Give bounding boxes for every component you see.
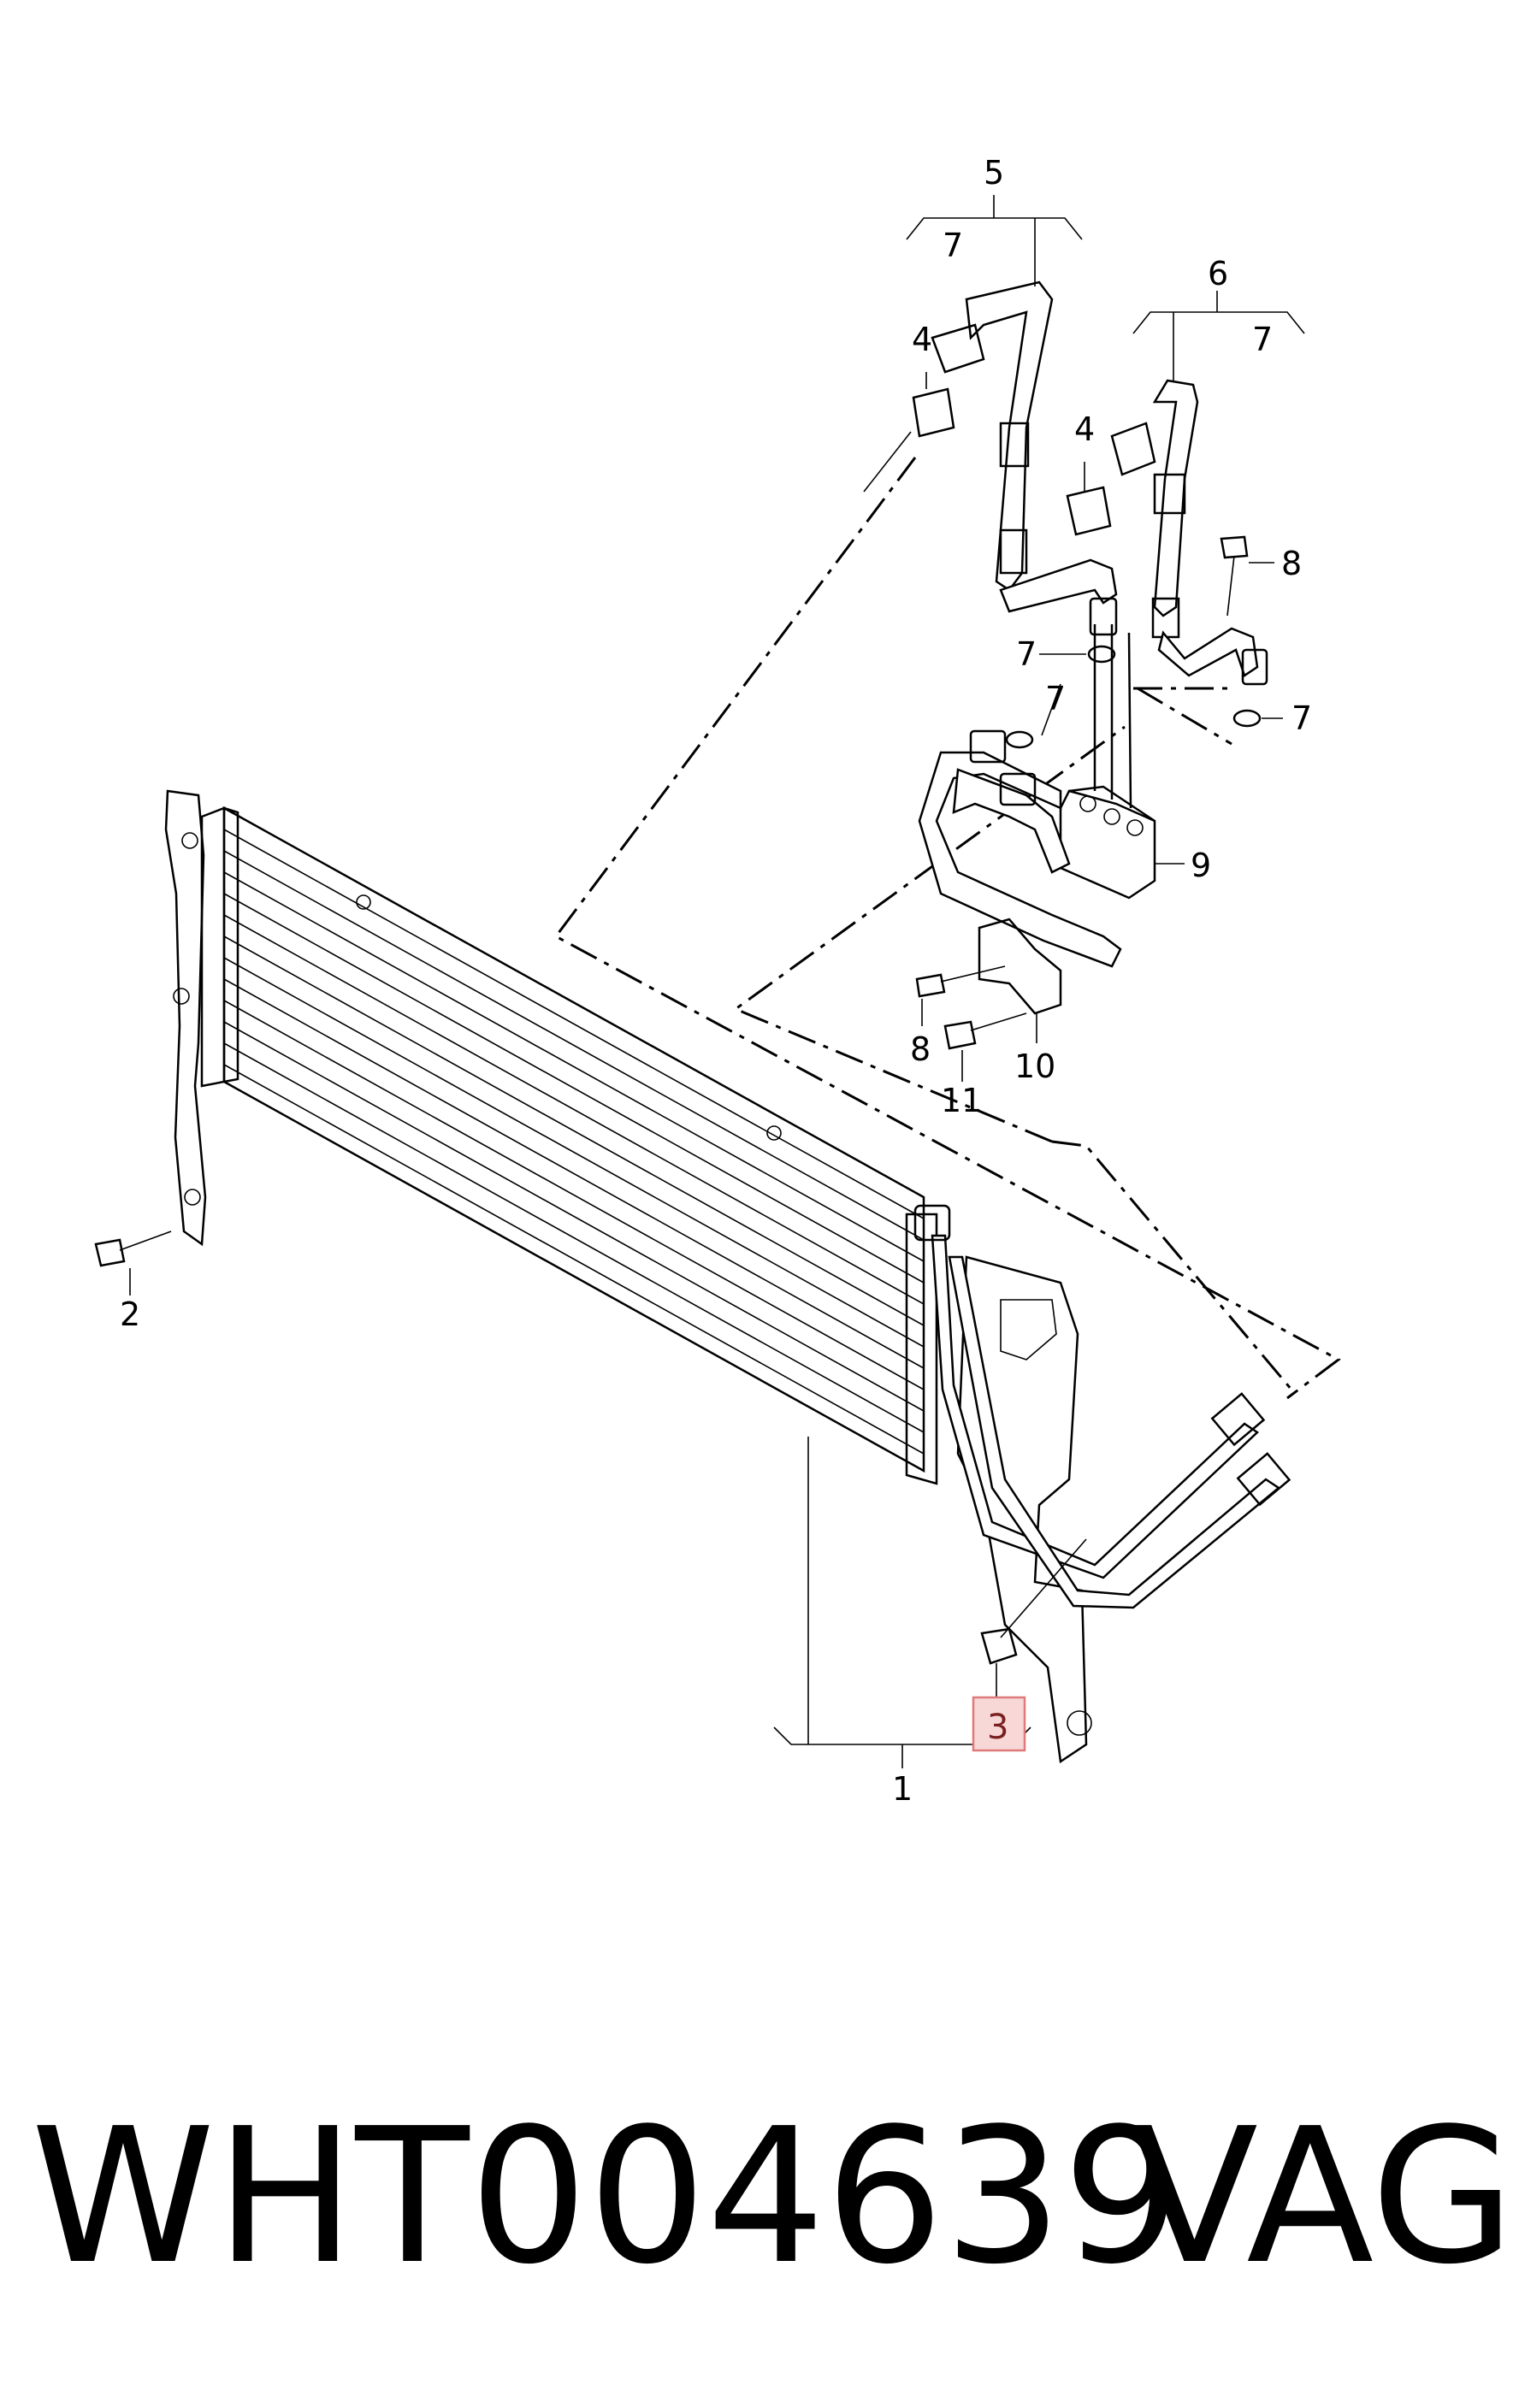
assembly-boundary bbox=[553, 457, 1341, 1400]
cooler-pipes bbox=[913, 1204, 1291, 1609]
callout-8-bottom: 8 bbox=[910, 1030, 931, 1068]
callout-7-mid-right: 7 bbox=[1291, 699, 1312, 737]
callout-3: 3 bbox=[987, 1708, 1008, 1747]
pipe-clamp bbox=[980, 1538, 1087, 1665]
callout-7-lower: 7 bbox=[1045, 680, 1066, 717]
bolt bbox=[1220, 535, 1249, 617]
callout-10: 10 bbox=[1014, 1048, 1055, 1085]
callout-8-top: 8 bbox=[1281, 545, 1302, 582]
callout-6: 6 bbox=[1208, 255, 1228, 292]
adapter-block bbox=[94, 535, 1262, 1267]
highlight-box bbox=[972, 1696, 1026, 1752]
exploded-parts-diagram: 5 7 6 7 4 4 8 7 7 7 9 8 10 11 2 3 1 bbox=[94, 154, 1341, 1808]
callout-9: 9 bbox=[1191, 847, 1211, 884]
callout-7-mid-left: 7 bbox=[1016, 635, 1037, 673]
callout-7-top-left: 7 bbox=[943, 227, 963, 264]
callout-numbers: 5 7 6 7 4 4 8 7 7 7 9 8 10 11 2 3 1 bbox=[120, 154, 1312, 1808]
callout-4b: 4 bbox=[1074, 410, 1095, 448]
bolt bbox=[943, 1012, 1027, 1050]
brand-name: VAG bbox=[1131, 2089, 1516, 2305]
callout-7-top-right: 7 bbox=[1252, 321, 1273, 358]
bolt bbox=[915, 965, 1006, 998]
bolt bbox=[94, 1231, 172, 1267]
callout-1: 1 bbox=[892, 1770, 913, 1808]
part-number: WHT004639 bbox=[31, 2089, 1181, 2305]
callout-2: 2 bbox=[120, 1295, 140, 1333]
upper-hose-lines bbox=[863, 280, 1268, 686]
callout-5: 5 bbox=[984, 154, 1004, 192]
callout-4a: 4 bbox=[912, 321, 932, 358]
callout-11: 11 bbox=[941, 1082, 982, 1119]
footer: WHT004639 VAG bbox=[0, 2086, 1519, 2309]
